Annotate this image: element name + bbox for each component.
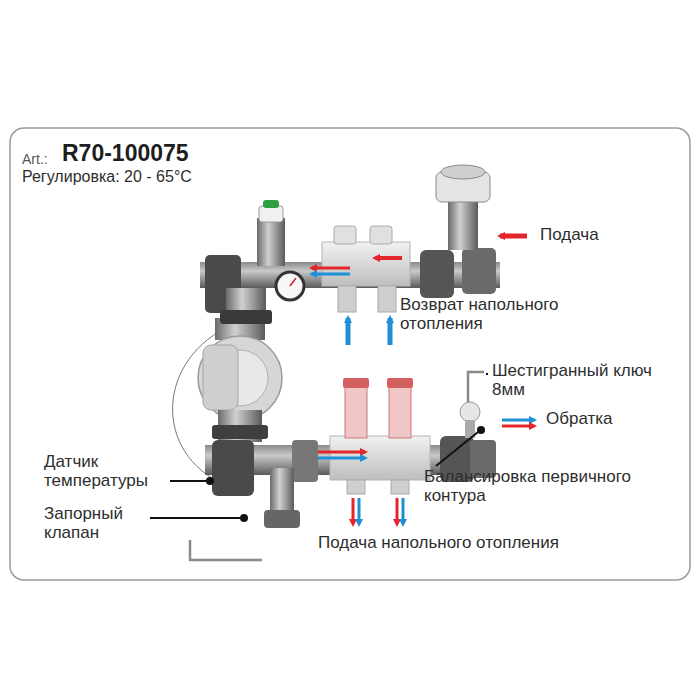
- illustration-rect: [389, 386, 411, 438]
- illustration-rect: [391, 480, 409, 494]
- illustration-circle: [198, 336, 282, 420]
- supply-label: Подача: [540, 226, 599, 245]
- illustration-line: [502, 419, 534, 422]
- illustration-rect: [338, 286, 356, 312]
- illustration-rect: [370, 226, 392, 244]
- illustration-rect: [334, 226, 356, 244]
- illustration-circle: [477, 426, 485, 434]
- illustration-line: [502, 425, 534, 428]
- illustration-rect: [322, 242, 410, 286]
- illustration-line: [318, 457, 365, 460]
- illustration-line: [486, 373, 488, 375]
- illustration-circle: [460, 402, 480, 422]
- illustration-line: [500, 234, 527, 239]
- floor-return-label: Возврат напольного отопления: [400, 296, 615, 333]
- illustration-line: [290, 278, 296, 286]
- illustration-line: [396, 498, 399, 524]
- return-label: Обратка: [546, 410, 613, 429]
- illustration-rect: [448, 198, 478, 250]
- article-number: R70-100075: [62, 141, 189, 166]
- illustration-rect: [257, 218, 285, 266]
- illustration-rect: [259, 206, 283, 222]
- setting-range: Регулировка: 20 - 65°C: [22, 168, 192, 186]
- illustration-rect: [343, 378, 369, 388]
- illustration-rect: [263, 200, 279, 208]
- illustration-line: [150, 517, 240, 519]
- illustration-rect: [345, 386, 367, 438]
- illustration-rect: [378, 286, 396, 312]
- shutoff-valve-label: Запорный клапан: [44, 505, 148, 542]
- illustration-line: [352, 498, 355, 524]
- illustration-line: [318, 451, 365, 454]
- illustration-rect: [203, 345, 238, 410]
- illustration-rect: [387, 378, 413, 388]
- illustration-line: [312, 273, 350, 276]
- balancing-label: Балансировка первичного контура: [424, 468, 659, 505]
- illustration-circle: [276, 272, 304, 300]
- illustration-line: [402, 498, 405, 524]
- illustration-line: [170, 480, 206, 482]
- illustration-line: [358, 498, 361, 524]
- illustration-line: [312, 267, 350, 270]
- illustration-rect: [10, 128, 690, 580]
- floor-supply-label: Подача напольного отопления: [318, 534, 559, 553]
- illustration-ellipse: [441, 165, 485, 179]
- illustration-circle: [240, 514, 248, 522]
- hex-key-label: Шестигранный ключ 8мм: [492, 362, 657, 399]
- illustration-rect: [420, 250, 454, 298]
- illustration-line: [346, 318, 351, 345]
- article-prefix: Art.:: [22, 152, 48, 167]
- illustration-rect: [212, 440, 254, 496]
- illustration-path: [468, 372, 484, 402]
- illustration-rect: [264, 510, 300, 528]
- illustration-circle: [206, 477, 214, 485]
- illustration-line: [388, 318, 393, 345]
- illustration-rect: [347, 480, 365, 494]
- temperature-sensor-label: Датчик температуры: [44, 453, 166, 490]
- illustration-rect: [292, 440, 318, 482]
- illustration-path: [190, 540, 262, 560]
- illustration-rect: [220, 310, 272, 324]
- illustration-rect: [462, 248, 496, 294]
- illustration-rect: [212, 425, 268, 439]
- illustration-path: [436, 432, 478, 466]
- illustration-line: [375, 256, 402, 260]
